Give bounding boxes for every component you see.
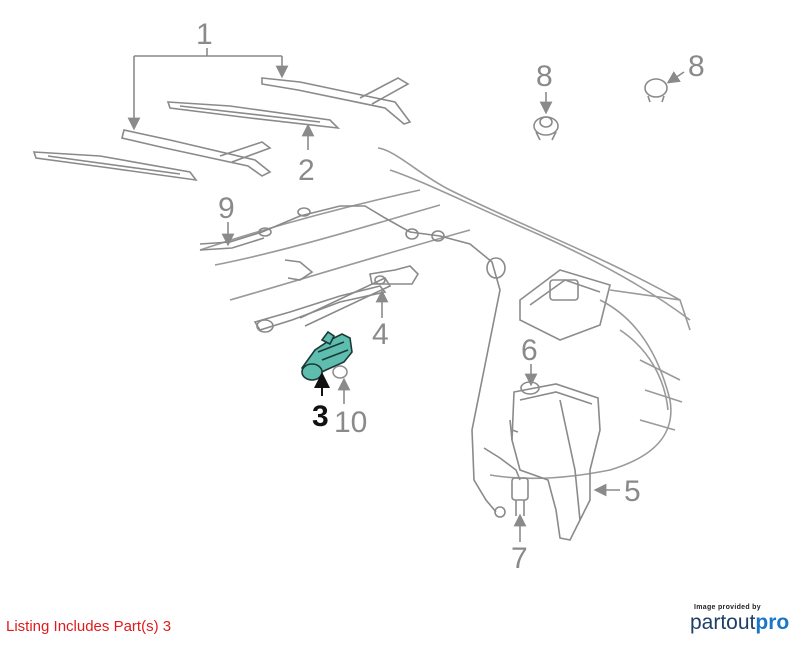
callout-3: 3 <box>312 400 329 433</box>
listing-note: Listing Includes Part(s) 3 <box>6 618 172 635</box>
logo-part1: partout <box>690 611 756 634</box>
vehicle-body-outline <box>199 147 691 480</box>
callout-7: 7 <box>511 542 528 575</box>
washer-reservoir <box>509 381 601 541</box>
partoutpro-logo[interactable]: partoutpro <box>690 611 790 635</box>
credit-caption: Image provided by <box>694 604 761 611</box>
cowl-box <box>519 269 611 341</box>
callout-5: 5 <box>624 475 641 508</box>
wiper-arm-upper <box>261 77 412 125</box>
callout-8-left: 8 <box>536 60 553 93</box>
level-sensor <box>483 447 529 516</box>
pump-seal <box>332 365 348 379</box>
callout-4: 4 <box>372 318 389 351</box>
callout-1: 1 <box>196 18 213 51</box>
callout-2: 2 <box>298 154 315 187</box>
grommet-8-right <box>644 78 668 103</box>
wiper-arm-lower <box>121 129 272 177</box>
callout-8-right-leader <box>666 71 685 84</box>
grommet-8-left <box>533 116 559 141</box>
wiper-blade-lower <box>32 151 198 182</box>
wiper-linkage <box>253 259 420 333</box>
callout-6: 6 <box>521 334 538 367</box>
image-credit: Image provided by partoutpro <box>690 604 790 635</box>
washer-hose <box>199 205 506 518</box>
logo-part2: pro <box>755 611 790 634</box>
wiper-blade-upper <box>166 101 341 130</box>
washer-pump-highlighted <box>300 330 353 381</box>
callout-1-leader <box>127 48 289 131</box>
callout-8-right: 8 <box>688 50 705 83</box>
callout-9: 9 <box>218 192 235 225</box>
callout-10: 10 <box>334 406 367 439</box>
